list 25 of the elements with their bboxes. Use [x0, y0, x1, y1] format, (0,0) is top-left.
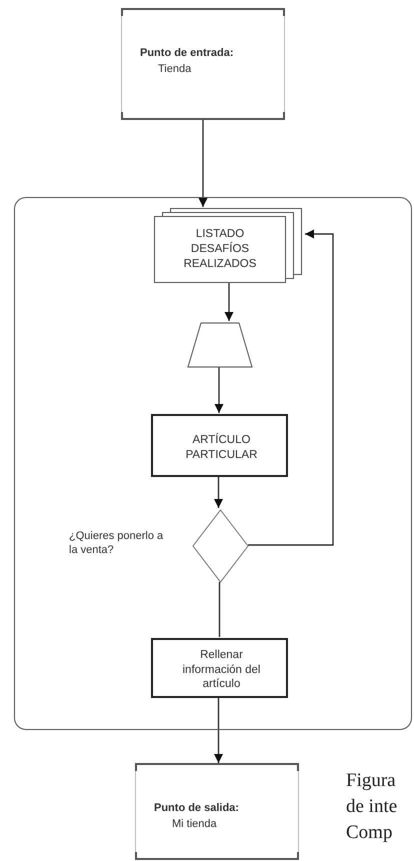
node-label: LISTADO DESAFÍOS REALIZADOS	[182, 227, 258, 272]
terminal-box	[121, 8, 285, 120]
body-text: Mi tienda	[172, 817, 217, 832]
caption-text: Comp	[346, 822, 392, 844]
node-label: Rellenar información del artículo	[182, 648, 262, 692]
body-text: Tienda	[158, 62, 192, 76]
arrow	[198, 120, 208, 207]
arrow	[214, 367, 224, 413]
decision-diamond	[192, 509, 249, 583]
arrow	[224, 282, 234, 321]
arrow	[214, 476, 223, 508]
caption-text: Figura	[346, 770, 396, 792]
manual-operation-trapezoid	[187, 322, 253, 368]
connector-line	[218, 582, 220, 637]
process-box	[151, 414, 288, 477]
terminal-box	[135, 763, 299, 860]
caption-text: de inte	[346, 796, 398, 818]
process-box	[151, 638, 288, 698]
arrow	[248, 230, 334, 546]
arrow	[214, 697, 223, 763]
heading: Punto de entrada:	[140, 46, 234, 60]
heading: Punto de salida:	[154, 801, 239, 816]
decision-label: ¿Quieres ponerlo a la venta?	[69, 529, 164, 558]
group-frame	[14, 197, 412, 730]
node-label: ARTÍCULO PARTICULAR	[184, 432, 258, 462]
